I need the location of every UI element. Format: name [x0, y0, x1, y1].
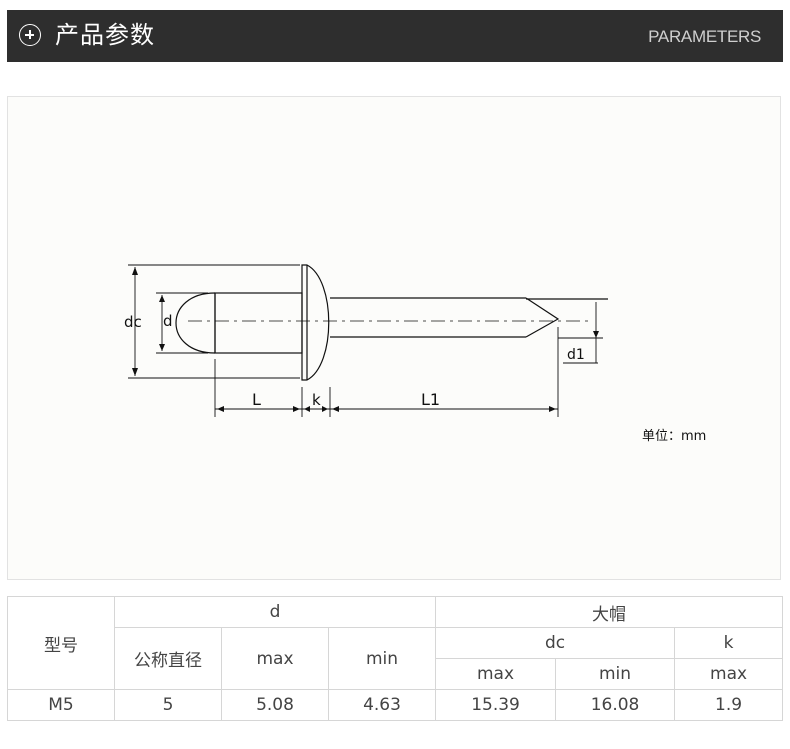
cell-dc-min: 16.08 [555, 689, 676, 721]
cell-k-max: 1.9 [674, 689, 784, 721]
spec-table: 型号 d 大帽 公称直径 max min dc k max min max M5… [7, 596, 784, 721]
plus-circle-icon [19, 24, 41, 46]
header-dc: dc [435, 627, 676, 659]
cell-d-max: 5.08 [221, 689, 329, 721]
header-dc-max: max [435, 658, 557, 690]
rivet-dome [175, 292, 216, 354]
rivet-cap [301, 264, 330, 381]
label-d1: d1 [567, 347, 585, 363]
cell-nominal: 5 [114, 689, 222, 721]
cell-model: M5 [7, 689, 115, 721]
header-d-min: min [327, 627, 437, 690]
label-d: d [163, 312, 173, 330]
header-model: 型号 [7, 596, 115, 690]
unit-label: 单位：mm [642, 429, 706, 444]
cell-dc-max: 15.39 [435, 689, 557, 721]
header-d-max: max [221, 627, 329, 690]
rivet-body [214, 292, 303, 354]
header-nominal: 公称直径 [114, 627, 222, 690]
header-k: k [674, 627, 784, 659]
mandrel-tip [525, 297, 560, 338]
cell-d-min: 4.63 [327, 689, 437, 721]
section-header: 产品参数 PARAMETERS [7, 10, 783, 62]
table-row: M5 5 5.08 4.63 15.39 16.08 1.9 [7, 689, 784, 721]
label-dc: dc [124, 313, 142, 331]
header-cap: 大帽 [435, 596, 784, 628]
label-k: k [312, 391, 321, 409]
label-L: L [252, 390, 261, 409]
header-d: d [113, 596, 437, 628]
section-title: 产品参数 [55, 21, 155, 49]
section-subtitle: PARAMETERS [648, 27, 761, 46]
header-dc-min: min [555, 658, 676, 690]
rivet-drawing: dc d L k L1 d1 单位：mm [124, 264, 706, 444]
label-L1: L1 [421, 390, 440, 409]
rivet-diagram: dc d L k L1 d1 单位：mm [7, 96, 781, 580]
header-k-max: max [674, 658, 784, 690]
